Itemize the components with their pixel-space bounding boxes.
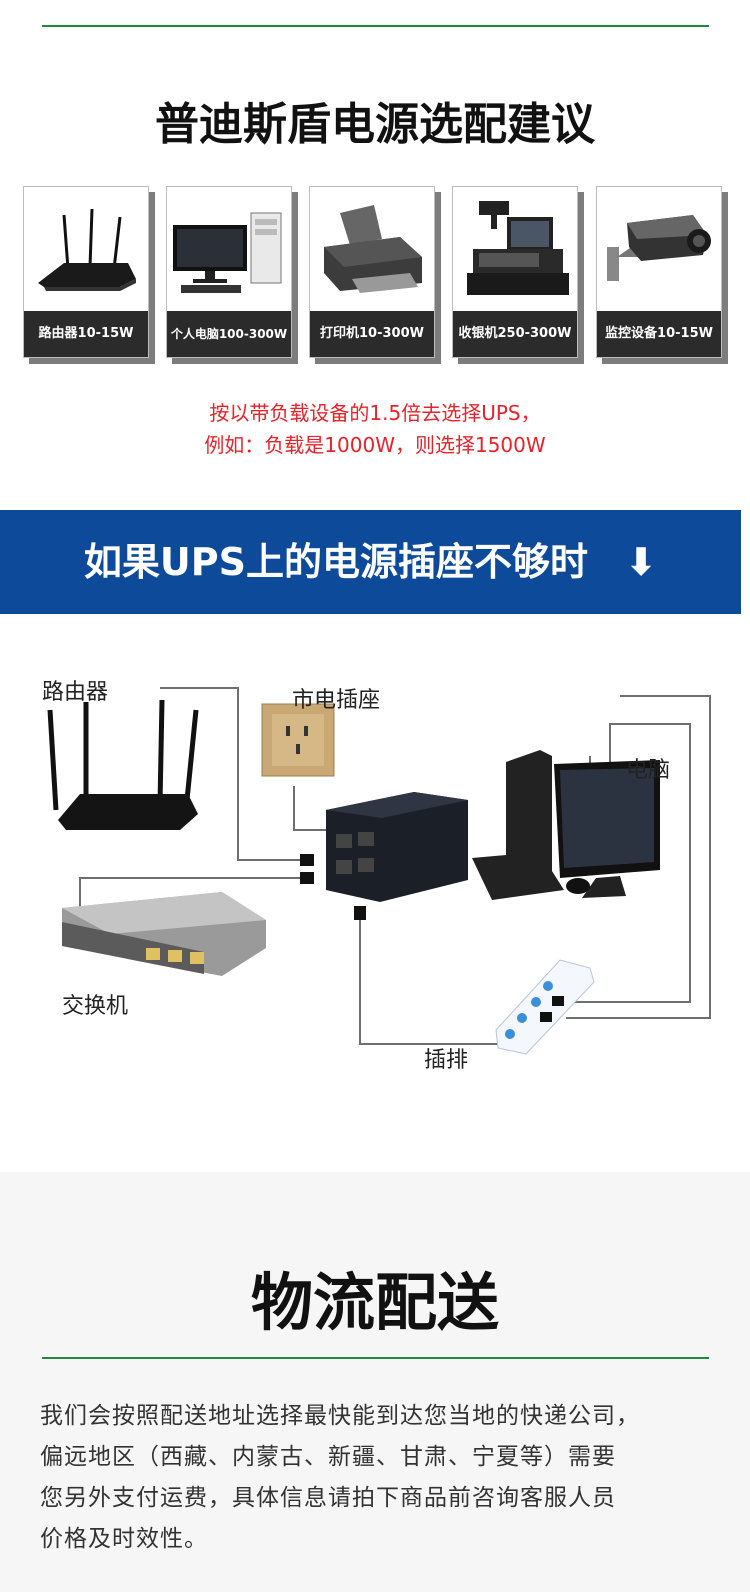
tip-line-2: 例如：负载是1000W，则选择1500W — [204, 433, 546, 457]
computer-icon — [167, 187, 291, 311]
power-strip-image — [495, 959, 595, 1055]
label-router: 路由器 — [42, 680, 109, 705]
logistics-line: 我们会按照配送地址选择最快能到达您当地的快递公司， — [40, 1403, 640, 1429]
card-label: 打印机10-300W — [310, 311, 434, 357]
ups-image — [326, 792, 468, 902]
logistics-line: 价格及时效性。 — [40, 1526, 208, 1552]
label-switch: 交换机 — [62, 994, 129, 1019]
top-divider — [42, 25, 709, 27]
card-router: 路由器10-15W — [23, 186, 149, 358]
card-label: 监控设备10-15W — [597, 311, 721, 357]
computer-image — [472, 750, 660, 900]
camera-icon — [597, 187, 721, 311]
banner-heading: 如果UPS上的电源插座不够时 ⬇ — [0, 510, 741, 614]
card-label: 个人电脑100-300W — [167, 311, 291, 357]
logistics-divider — [42, 1357, 709, 1359]
wiring-diagram — [0, 664, 750, 1104]
router-image — [47, 699, 199, 830]
wall-socket-image — [261, 703, 335, 777]
banner-text: 如果UPS上的电源插座不够时 — [83, 540, 588, 584]
card-computer: 个人电脑100-300W — [166, 186, 292, 358]
arrow-down-icon: ⬇ — [625, 540, 658, 584]
switch-image — [62, 892, 266, 976]
card-label: 路由器10-15W — [24, 311, 148, 357]
tip-line-1: 按以带负载设备的1.5倍去选择UPS， — [209, 401, 541, 425]
logistics-text: 我们会按照配送地址选择最快能到达您当地的快递公司， 偏远地区（西藏、内蒙古、新疆… — [40, 1396, 730, 1560]
section-title-logistics: 物流配送 — [250, 1266, 499, 1339]
section-title-power-advice: 普迪斯盾电源选配建议 — [155, 99, 595, 150]
router-icon — [24, 187, 148, 311]
logistics-line: 您另外支付运费，具体信息请拍下商品前咨询客服人员 — [40, 1485, 616, 1511]
printer-icon — [310, 187, 434, 311]
card-cash-register: 收银机250-300W — [452, 186, 578, 358]
logistics-line: 偏远地区（西藏、内蒙古、新疆、甘肃、宁夏等）需要 — [40, 1444, 616, 1470]
cash-register-icon — [453, 187, 577, 311]
label-wall-socket: 市电插座 — [292, 688, 381, 713]
logistics-section — [0, 1172, 750, 1592]
card-printer: 打印机10-300W — [309, 186, 435, 358]
card-label: 收银机250-300W — [453, 311, 577, 357]
label-power-strip: 插排 — [424, 1048, 469, 1073]
label-computer: 电脑 — [626, 758, 671, 783]
card-camera: 监控设备10-15W — [596, 186, 722, 358]
socket-banner: 如果UPS上的电源插座不够时 ⬇ — [0, 510, 741, 614]
